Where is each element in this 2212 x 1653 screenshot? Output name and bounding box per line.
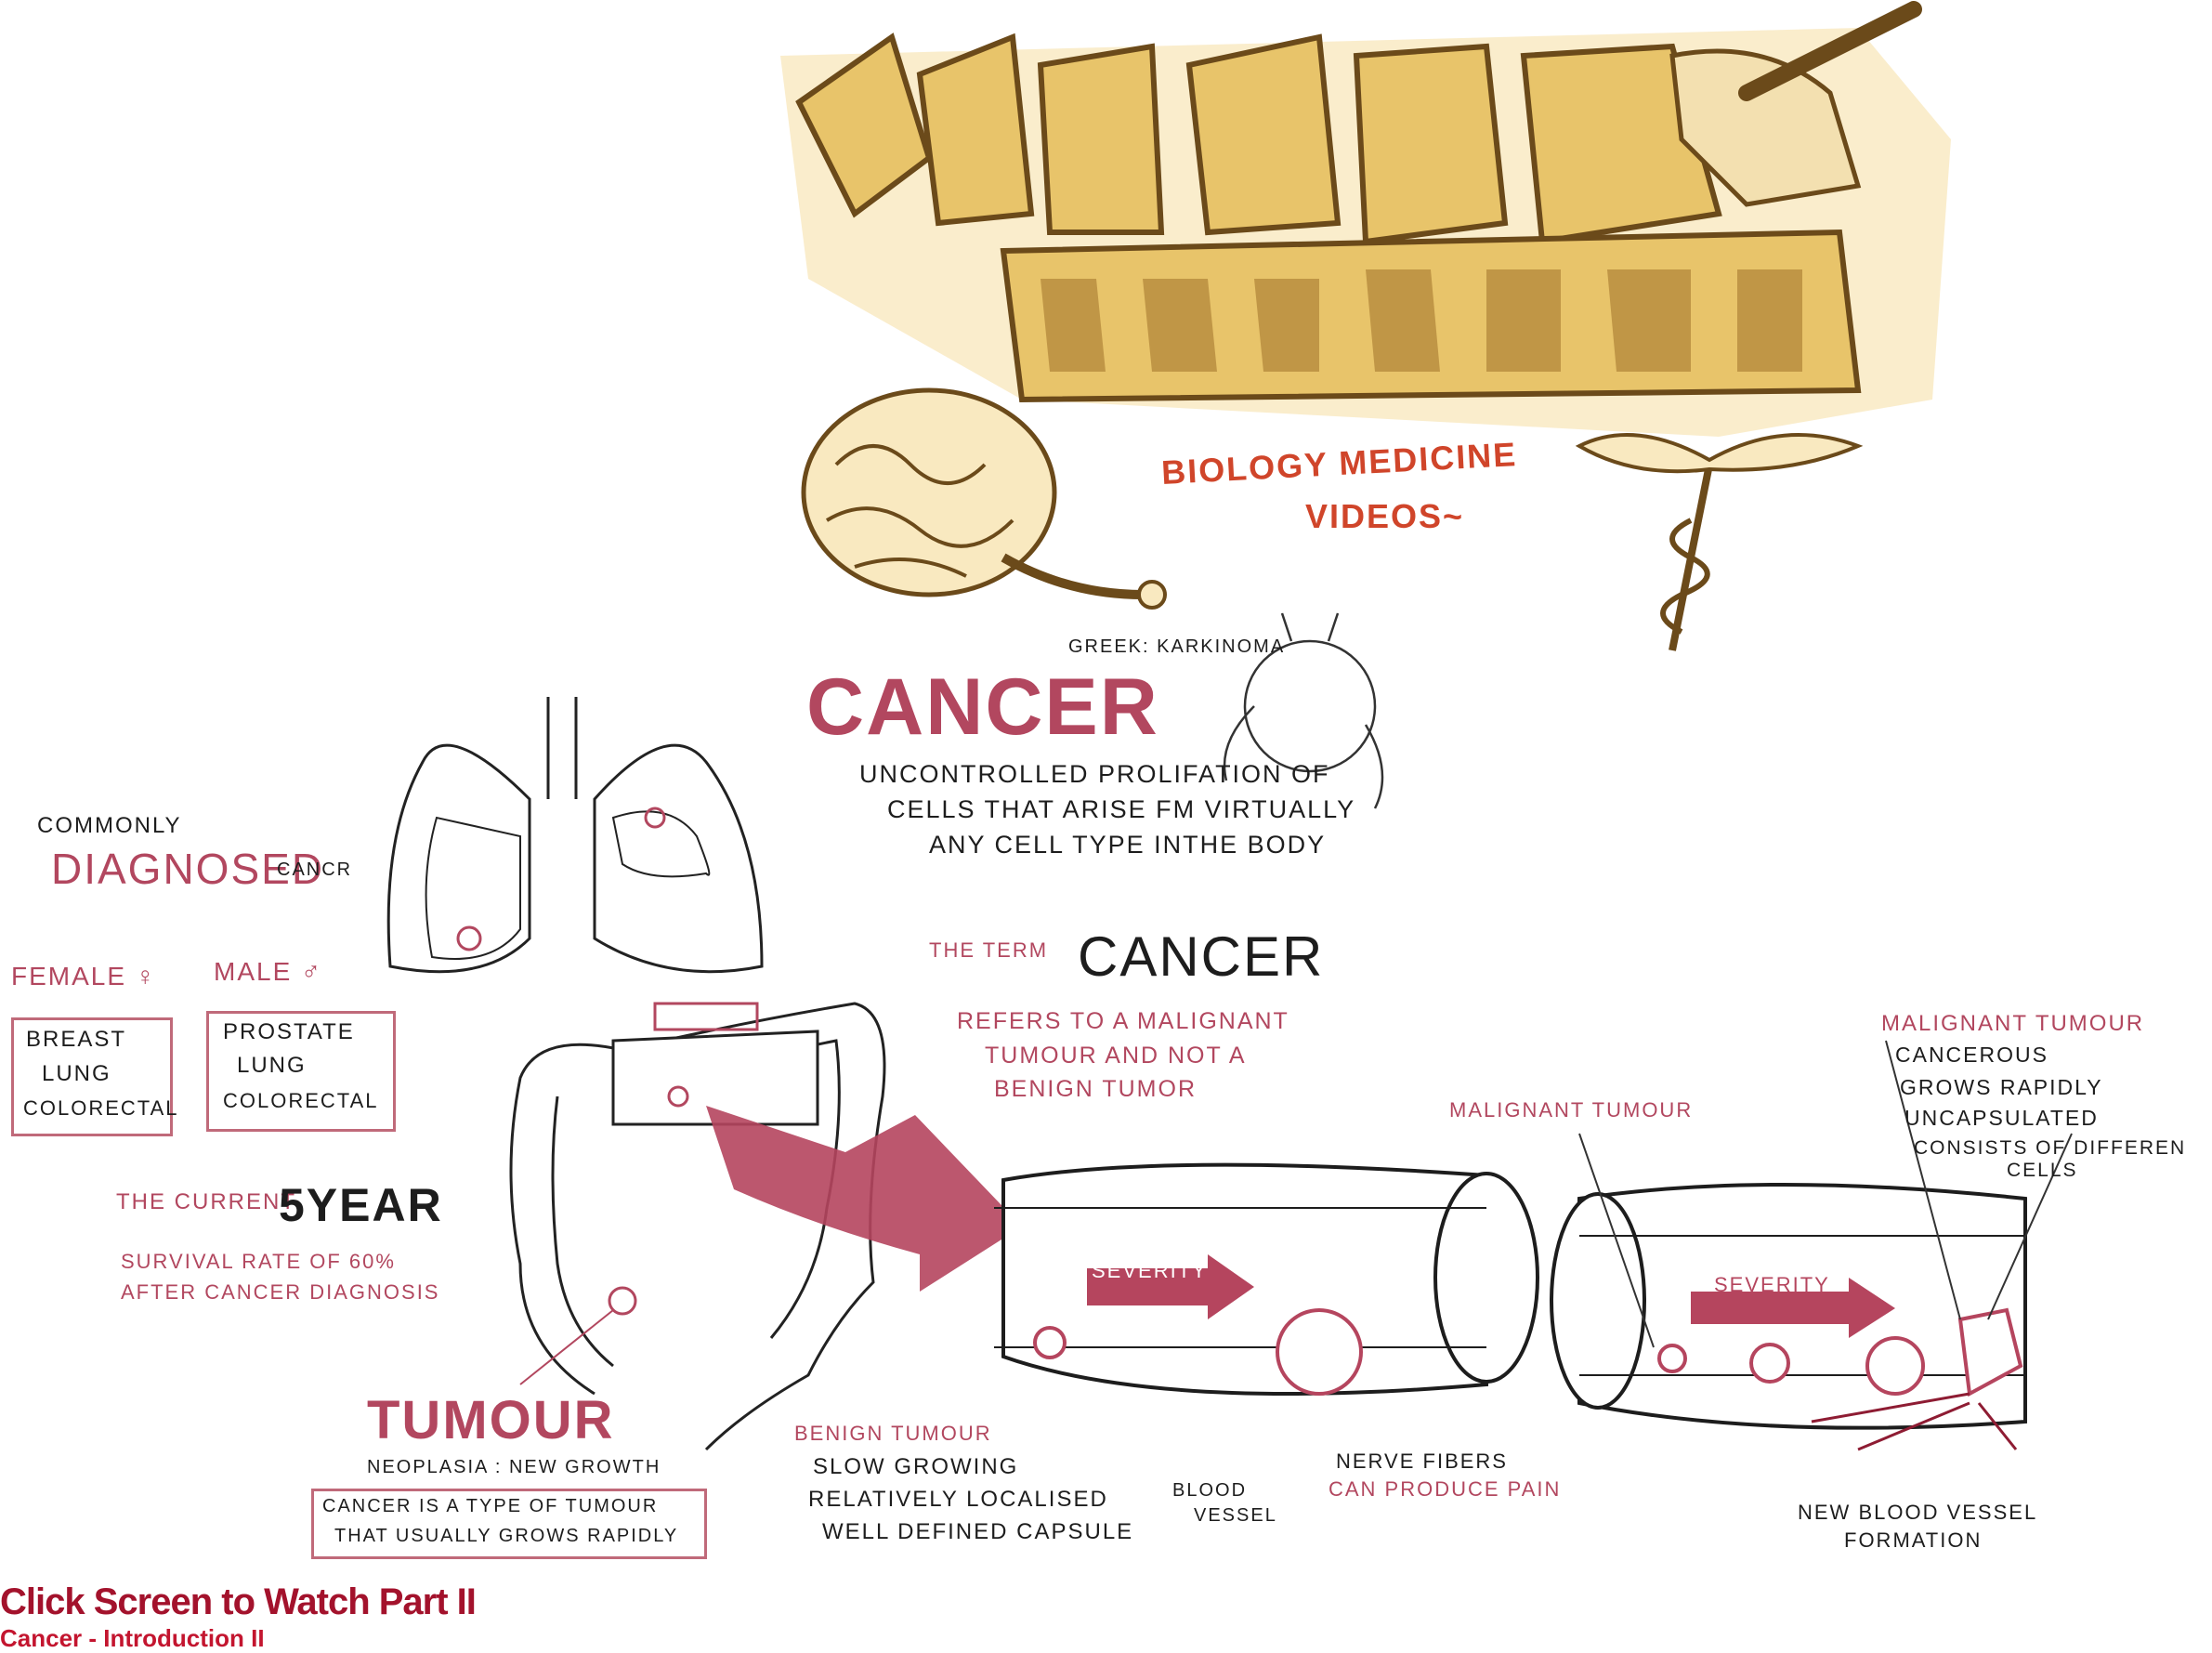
survival-line-1: SURVIVAL RATE OF 60% [121,1250,396,1273]
blood-vessel-label: BLOOD [1172,1480,1248,1501]
neoplasia-label: NEOPLASIA : NEW GROWTH [367,1457,661,1477]
term-prefix: THE TERM [929,938,1049,962]
tumour-box-line-2: THAT USUALLY GROWS RAPIDLY [334,1526,679,1546]
female-list-item: BREAST [26,1027,127,1052]
term-big: CANCER [1078,925,1325,988]
diagnosed-label: DIAGNOSED [51,845,325,893]
female-list-item: LUNG [42,1061,111,1086]
benign-line-2: RELATIVELY LOCALISED [808,1487,1108,1512]
cancer-word: CANCR [277,859,353,880]
malignant-title: MALIGNANT TUMOUR [1881,1011,2145,1036]
pointer-lines [1578,1040,2073,1348]
benign-severity: SEVERITY [1092,1259,1208,1282]
definition-line-2: CELLS THAT ARISE FM VIRTUALLY [887,795,1356,823]
malignant-severity: SEVERITY [1714,1273,1830,1296]
video-subtitle: Cancer - Introduction II [0,1624,265,1652]
malignant-line: CELLS [2007,1160,2078,1181]
tumour-box [311,1489,707,1559]
malignant-line: GROWS RAPIDLY [1900,1075,2103,1099]
greek-origin: GREEK: KARKINOMA [1068,636,1286,657]
malignant-line: CANCEROUS [1895,1043,2048,1067]
definition-line-3: ANY CELL TYPE INTHE BODY [929,831,1327,859]
benign-line-3: WELL DEFINED CAPSULE [822,1519,1134,1544]
definition-line-1: UNCONTROLLED PROLIFATION OF [859,760,1330,788]
malignant-tube [1550,1183,2027,1451]
male-list-item: LUNG [237,1053,307,1078]
survival-line-2: AFTER CANCER DIAGNOSIS [121,1280,440,1304]
term-line-1: REFERS TO A MALIGNANT [957,1008,1289,1034]
malignant-label-left: MALIGNANT TUMOUR [1449,1098,1694,1122]
commonly-label: COMMONLY [37,813,182,838]
survival-prefix: THE CURRENT [116,1189,296,1214]
survival-big: 5YEAR [279,1179,443,1231]
logo-graffiti [780,1,1951,651]
blood-vessel-label: VESSEL [1194,1505,1277,1526]
vessel-formation-label: NEW BLOOD VESSEL [1798,1501,2038,1524]
female-label: FEMALE ♀ [11,962,157,990]
malignant-line: UNCAPSULATED [1904,1106,2099,1130]
female-list-item: COLORECTAL [23,1096,179,1120]
watch-part-link[interactable]: Click Screen to Watch Part II [0,1581,477,1622]
vessel-formation-label: FORMATION [1844,1528,1983,1552]
male-list-box [206,1011,396,1132]
tumour-title: TUMOUR [367,1390,615,1450]
crab-sketch [1223,612,1384,809]
male-label: MALE ♂ [214,957,323,986]
benign-title: BENIGN TUMOUR [794,1422,992,1445]
logo-tagline-2: VIDEOS~ [1305,497,1465,535]
cancer-title: CANCER [806,663,1159,752]
benign-tube [994,1162,1539,1396]
colon-sketch [509,1002,886,1451]
lungs-sketch [386,697,764,974]
male-list-item: PROSTATE [223,1019,355,1044]
male-list-item: COLORECTAL [223,1089,379,1112]
nerve-label: NERVE FIBERS [1336,1450,1508,1473]
benign-line-1: SLOW GROWING [813,1454,1019,1479]
tumour-box-line-1: CANCER IS A TYPE OF TUMOUR [322,1496,659,1516]
zoom-arrow [706,1106,1022,1292]
term-line-3: BENIGN TUMOR [994,1076,1197,1102]
term-line-2: TUMOUR AND NOT A [985,1043,1247,1069]
female-list-box [11,1017,173,1136]
nerve-label: CAN PRODUCE PAIN [1329,1477,1562,1501]
malignant-line: CONSISTS OF DIFFEREN [1914,1137,2187,1159]
